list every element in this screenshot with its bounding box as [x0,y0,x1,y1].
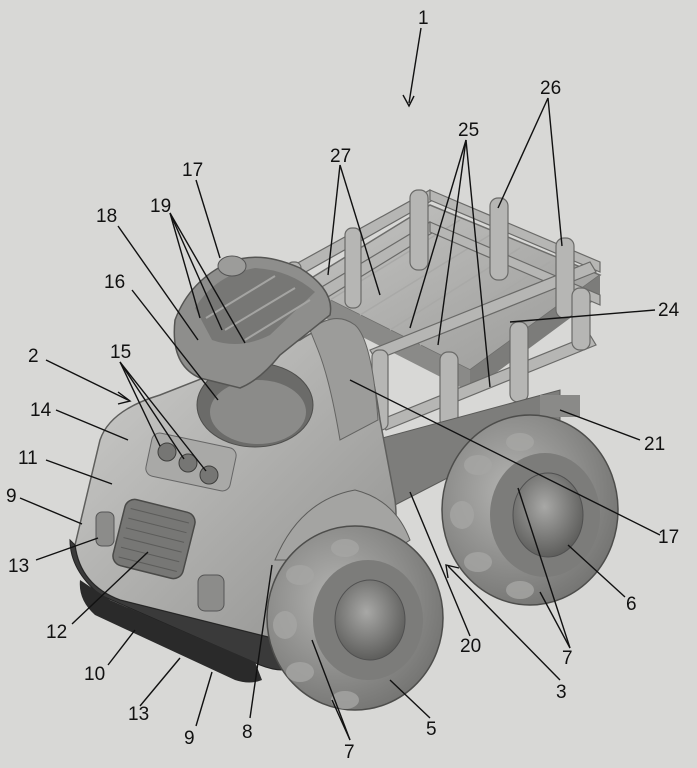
reference-numerals: 1 26 25 27 17 19 18 16 24 2 15 14 21 11 … [6,8,680,763]
label-3: 3 [556,682,567,703]
label-7-right: 7 [562,648,573,669]
label-27: 27 [330,146,351,167]
label-17-top: 17 [182,160,203,181]
label-18: 18 [96,206,117,227]
label-16: 16 [104,272,125,293]
label-8: 8 [242,722,253,743]
label-9-bottom: 9 [184,728,195,749]
label-10: 10 [84,664,105,685]
label-7-bottom: 7 [344,742,355,763]
label-5: 5 [426,719,437,740]
label-19: 19 [150,196,171,217]
label-9-left: 9 [6,486,17,507]
rear-wheel [441,414,619,606]
front-wheel [266,489,444,711]
seat [173,255,332,389]
label-13-bottom: 13 [128,704,149,725]
label-12: 12 [46,622,67,643]
label-14: 14 [30,400,52,421]
label-13-left: 13 [8,556,29,577]
leader-lines [19,27,661,741]
label-26: 26 [540,78,561,99]
label-6: 6 [626,594,637,615]
label-20: 20 [460,636,481,657]
label-21: 21 [644,434,665,455]
label-25: 25 [458,120,479,141]
label-1: 1 [418,8,429,29]
label-11: 11 [18,448,38,469]
label-17-right: 17 [658,527,679,548]
truck-illustration [69,189,619,711]
label-2: 2 [28,346,39,367]
label-24: 24 [658,300,680,321]
label-15: 15 [110,342,131,363]
